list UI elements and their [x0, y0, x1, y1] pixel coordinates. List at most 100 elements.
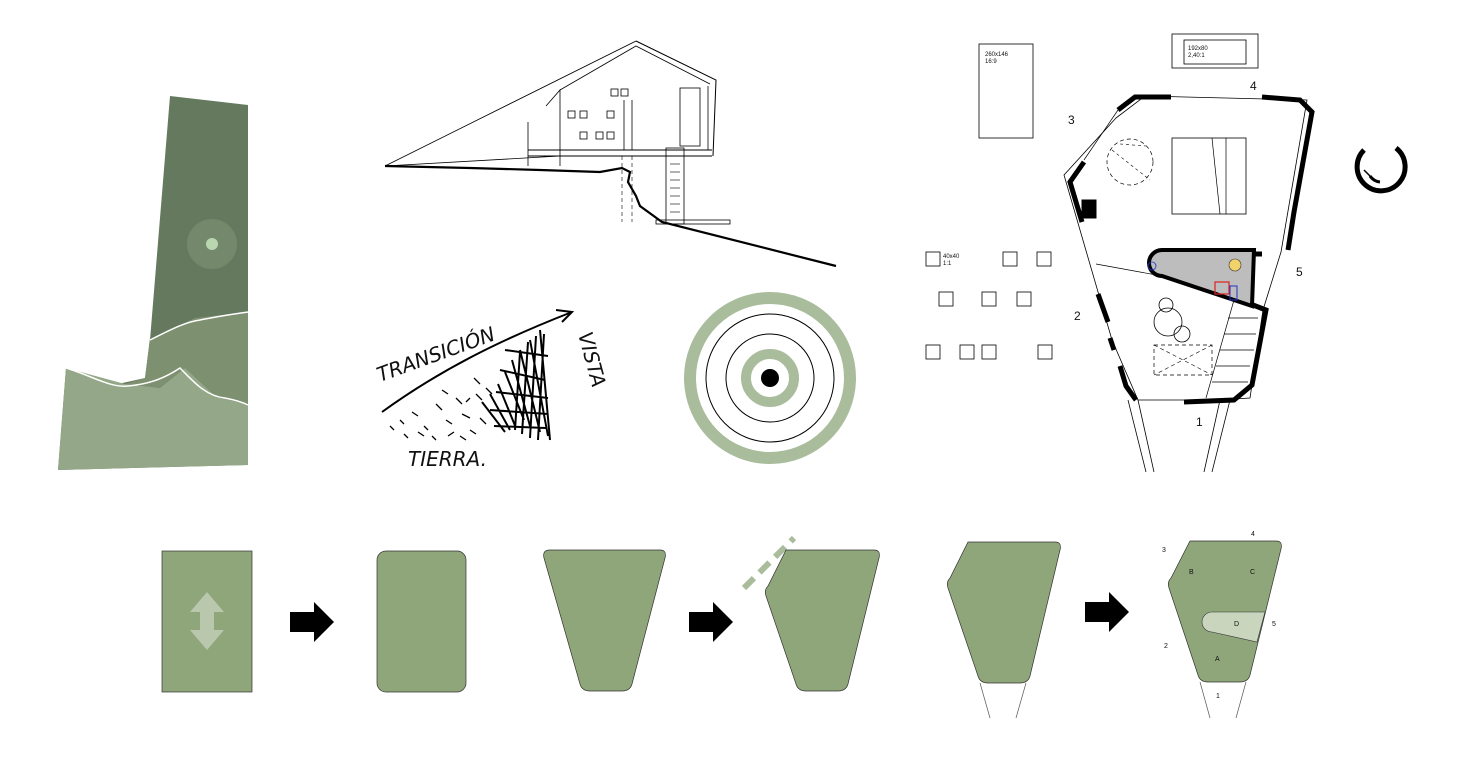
ring-thin-1 — [705, 313, 835, 443]
plan-table-icon — [1153, 344, 1213, 376]
window-4 — [579, 110, 588, 119]
sketch-scribble-dense — [481, 329, 551, 441]
plan-taper-left — [1127, 399, 1147, 473]
plan-taper-left-inner — [1137, 399, 1155, 473]
plan-label-2: 2 — [1074, 309, 1081, 323]
diagram-label-1: 1 — [1216, 693, 1220, 700]
target-center-dot — [761, 369, 779, 387]
site-map-lower-terrain — [58, 368, 248, 470]
frame-16-9 — [978, 43, 1034, 139]
footing-plate — [655, 219, 731, 225]
step6-taper-right — [1235, 681, 1247, 719]
plan-chair-icon — [1153, 307, 1183, 337]
arrow-icon-2 — [689, 602, 733, 642]
roof-outline-inner — [559, 45, 711, 91]
frame-1-1 — [925, 251, 941, 267]
arrow-icon-1 — [290, 602, 334, 642]
view-cone-bottom — [384, 155, 561, 167]
frame-2-40-inner — [1183, 39, 1247, 65]
svg-text:16:9: 16:9 — [985, 59, 997, 65]
terrain-profile — [384, 164, 837, 268]
plan-round-table-icon — [1106, 138, 1154, 186]
plan-label-3: 3 — [1068, 113, 1075, 127]
ring-outer-green — [684, 292, 856, 464]
sketch-word-earth: TIERRA. — [408, 447, 487, 471]
svg-text:40x40: 40x40 — [943, 254, 960, 260]
window-1 — [610, 88, 619, 97]
step5-taper-right — [1015, 682, 1027, 719]
svg-text:260x146: 260x146 — [985, 52, 1009, 58]
step1-vertical-arrow-icon — [190, 592, 224, 650]
svg-text:1:1: 1:1 — [943, 261, 952, 267]
plan-sink-icon — [1147, 261, 1157, 271]
plan-walls — [1067, 94, 1315, 405]
plan-taper-right — [1211, 399, 1231, 473]
step6-taper-left — [1199, 681, 1211, 719]
plan-bathroom-core — [1147, 248, 1257, 309]
plan-outline-thin — [1063, 95, 1308, 401]
diagram-label-a: A — [1215, 656, 1220, 663]
roof-outline — [635, 40, 717, 157]
site-location-point — [206, 238, 218, 250]
floor-plan: 1 2 3 4 5 — [1063, 79, 1315, 473]
plan-label-4: 4 — [1250, 79, 1257, 93]
diagram-label-4: 4 — [1251, 531, 1255, 538]
window-5 — [606, 110, 615, 119]
step5-taper-left — [979, 682, 991, 719]
ring-thin-2 — [725, 333, 815, 423]
view-cone-top — [384, 40, 637, 167]
square-frames-grid — [925, 251, 1053, 360]
step6-core-zone — [1201, 611, 1266, 643]
svg-text:2,40:1: 2,40:1 — [1188, 53, 1205, 59]
window-7 — [595, 131, 604, 140]
plan-view-line-1 — [1095, 263, 1163, 277]
window-8 — [606, 131, 615, 140]
plan-toilet-icon — [1228, 258, 1242, 272]
plan-label-5: 5 — [1296, 265, 1303, 279]
section-drawing-panel — [384, 40, 837, 268]
plan-taper-right-inner — [1203, 399, 1221, 473]
sketch-arrow — [381, 309, 575, 413]
frame-proportions-panel: 260x146 16:9 192x80 2,40:1 40x40 1:1 — [925, 33, 1259, 360]
terrain-line-lower — [65, 367, 249, 406]
stair-treads — [670, 155, 680, 213]
plan-bed-icon — [1171, 137, 1247, 215]
round-detail — [1354, 146, 1408, 194]
concept-sketch-panel: TRANSICIÓN VISTA TIERRA. — [374, 309, 611, 471]
plan-stove-icon — [1081, 199, 1097, 219]
svg-text:192x80: 192x80 — [1188, 46, 1208, 52]
window-3 — [567, 110, 576, 119]
diagram-label-b: B — [1189, 569, 1194, 576]
stair-tower — [665, 147, 685, 225]
step5-shape — [946, 541, 1061, 684]
frame-2-40-outer — [1171, 33, 1259, 69]
step4-cut-line — [741, 535, 797, 591]
window-2 — [620, 88, 629, 97]
plan-shower-icon — [1214, 281, 1230, 295]
sketch-scribble-sparse — [389, 377, 493, 441]
form-evolution-diagram: 1 2 3 4 5 A B C D — [161, 531, 1282, 719]
step6-final-shape — [1167, 540, 1282, 683]
diagram-label-5: 5 — [1272, 621, 1276, 628]
plan-view-line-2 — [1083, 109, 1119, 161]
diagram-label-d: D — [1234, 621, 1239, 628]
site-map-upper-area — [150, 96, 248, 340]
step2-rounded-rectangle — [376, 550, 467, 693]
terrain-line-upper — [149, 311, 249, 341]
window-large — [679, 87, 701, 147]
plan-fixture-icon — [1229, 285, 1238, 301]
step3-trapezoid — [543, 549, 666, 692]
facade-front — [545, 88, 561, 156]
target-rings-panel — [684, 292, 856, 464]
diagram-label-c: C — [1250, 569, 1255, 576]
step4-cut-shape — [764, 549, 880, 692]
site-map-mid-terrain — [125, 312, 248, 405]
sketch-word-view: VISTA — [573, 329, 611, 390]
ring-inner-green — [741, 349, 799, 407]
plan-label-1: 1 — [1196, 415, 1203, 429]
arrow-icon-3 — [1085, 592, 1129, 632]
window-6 — [579, 131, 588, 140]
diagram-label-2: 2 — [1164, 643, 1168, 650]
site-map-panel — [58, 96, 249, 470]
